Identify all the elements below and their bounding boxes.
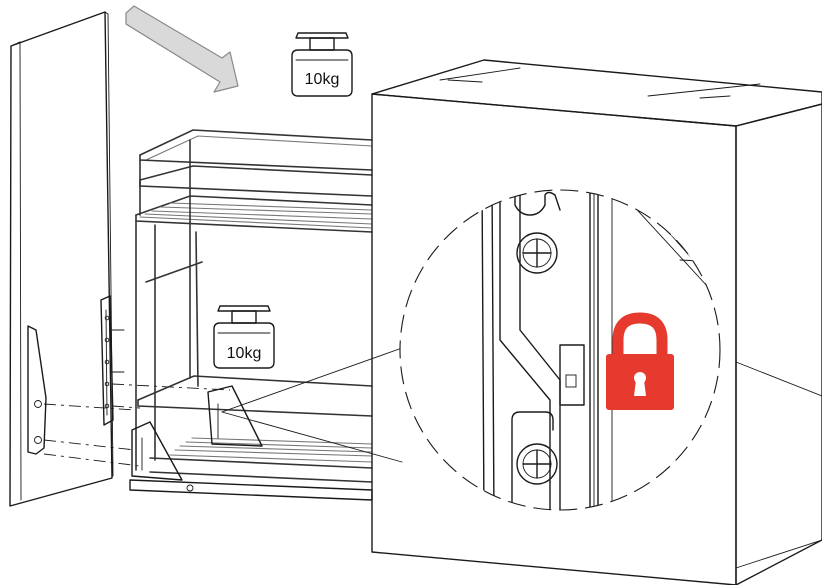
weight-icon: 10kg: [291, 32, 353, 97]
magnified-detail: [399, 189, 721, 511]
door-panel: [9, 11, 114, 507]
weight-label: 10kg: [227, 345, 262, 362]
cabinet: [371, 59, 822, 585]
door-bracket: [27, 325, 47, 455]
padlock-icon: [606, 312, 674, 410]
weight-label: 10kg: [305, 71, 340, 88]
screw-icon: [516, 443, 558, 485]
lower-shelf-grid: [169, 437, 373, 463]
upper-shelf-grid: [139, 202, 373, 229]
pullout-basket: [129, 129, 373, 501]
mounting-rail: [100, 295, 125, 426]
weight-icon: 10kg: [213, 305, 275, 369]
screw-icon: [516, 232, 558, 274]
alignment-lines: [43, 383, 231, 467]
curved-arrow-icon: [125, 5, 239, 93]
